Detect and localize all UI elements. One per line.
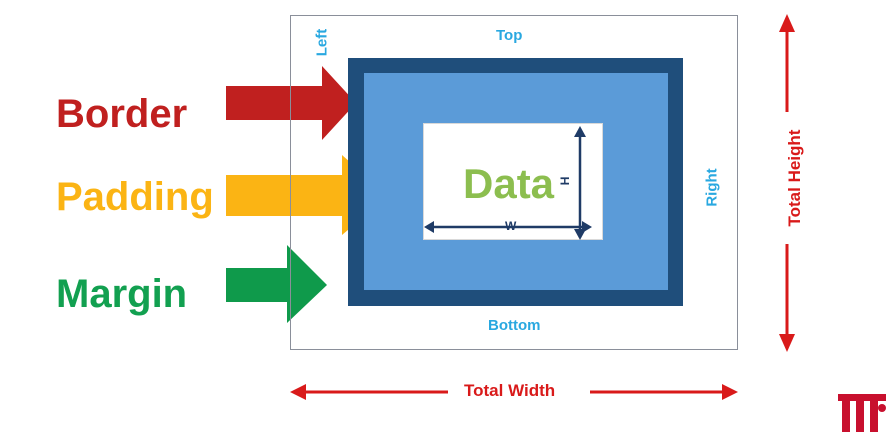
data-label: Data — [463, 160, 555, 207]
total-width-label: Total Width — [456, 381, 564, 401]
height-arrowhead-up-icon — [574, 126, 586, 137]
margin-label: Margin — [56, 272, 188, 316]
total-height-arrowhead-down-icon — [779, 334, 795, 352]
content-area — [423, 123, 603, 240]
total-width-arrowhead-right-icon — [722, 384, 738, 400]
margin-area — [290, 15, 738, 350]
width-label: W — [505, 219, 517, 233]
top-label: Top — [496, 27, 523, 44]
margin-arrow-icon — [226, 245, 327, 323]
bottom-label: Bottom — [488, 317, 541, 334]
brand-logo-icon — [838, 394, 886, 432]
height-label: H — [557, 176, 572, 186]
border-label: Border — [56, 92, 188, 136]
total-height-arrowhead-up-icon — [779, 14, 795, 32]
left-label: Left — [313, 28, 331, 57]
total-height-label: Total Height — [785, 114, 805, 242]
right-label: Right — [703, 168, 721, 207]
height-arrowhead-down-icon — [574, 229, 586, 240]
padding-arrow-icon — [226, 155, 388, 235]
width-arrowhead-left-icon — [424, 221, 434, 233]
padding-label: Padding — [56, 175, 214, 219]
border-arrow-icon — [226, 66, 356, 140]
total-width-arrowhead-left-icon — [290, 384, 306, 400]
